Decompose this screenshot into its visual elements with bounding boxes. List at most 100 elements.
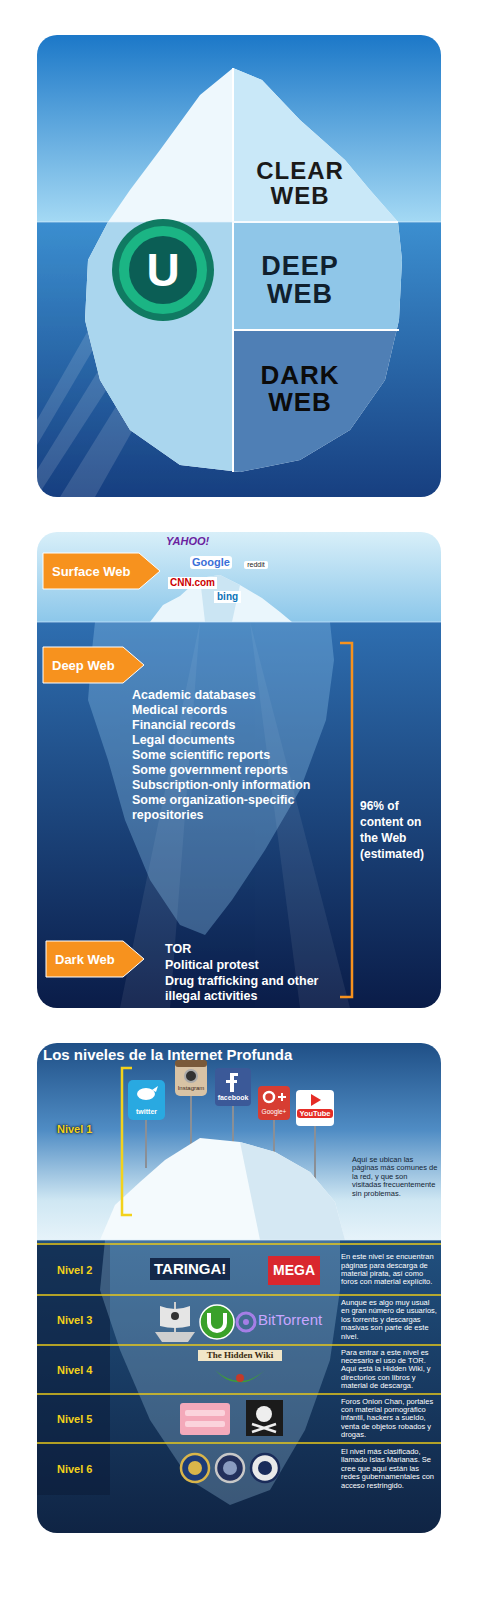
hidden-wiki-logo: [215, 1370, 265, 1382]
onion-chan-logo: [180, 1403, 230, 1435]
logo-ring: [119, 226, 207, 314]
iceberg-section: [233, 60, 408, 222]
level-band: Nivel 3 Aunque es algo muy usual en gran …: [37, 1295, 441, 1345]
arrow-label: Surface Web: [42, 564, 131, 579]
agency-seal: [251, 1454, 279, 1482]
list-item: Legal documents: [132, 733, 235, 748]
level-band: Nivel 2En este nivel se encuentran págin…: [37, 1245, 441, 1295]
water-line: [37, 222, 441, 223]
twitter-logo: [128, 1080, 165, 1120]
pirate-ship-logo: [155, 1302, 195, 1342]
onion-chan-logo: [180, 1403, 230, 1435]
list-item: Some scientific reports: [132, 748, 270, 763]
panel-title: Los niveles de la Internet Profunda: [43, 1046, 292, 1064]
iceberg: [240, 1142, 345, 1240]
youtube-logo: [311, 1094, 321, 1106]
level-description: Para entrar a este nivel es necesario el…: [341, 1349, 438, 1391]
web-layer-label: DEEP WEB: [248, 252, 352, 309]
site-logo: twitter: [128, 1108, 165, 1116]
sky: [37, 532, 441, 622]
sign-stick: [232, 1106, 234, 1145]
section-line: [233, 68, 399, 472]
iceberg-panel: [37, 35, 441, 497]
list-item: Subscription-only information: [132, 778, 310, 793]
water: [37, 622, 441, 1008]
iceberg-panel: [37, 532, 441, 1008]
hidden-wiki-logo: [236, 1374, 244, 1382]
sky: [37, 35, 441, 222]
onion-chan-logo: [185, 1421, 225, 1427]
site-logo: The Hidden Wiki: [198, 1350, 282, 1361]
pointer-arrow: Dark Web: [45, 940, 145, 978]
layer-name: DARK WEB: [252, 362, 348, 417]
level-name: Nivel 3: [57, 1314, 92, 1326]
iceberg-panel: [37, 1043, 441, 1533]
iceberg: [100, 1138, 345, 1240]
list-item: Some government reports: [132, 763, 288, 778]
level-description: Aunque es algo muy usual en gran número …: [341, 1299, 438, 1341]
site-logo: facebook: [215, 1094, 251, 1102]
water-line: [37, 1240, 441, 1241]
level-column: [37, 1243, 110, 1495]
skull-logo: [252, 1424, 276, 1432]
level-description: El nivel más clasificado, llamado Islas …: [341, 1448, 438, 1490]
list-item: Drug trafficking and other illegal activ…: [165, 974, 347, 1004]
sky: [37, 1043, 441, 1240]
section-line: [232, 68, 234, 472]
level-band: Nivel 1 Aquí se ubican las páginas más co…: [37, 1066, 441, 1238]
logo-circle: U: [111, 218, 215, 322]
web-layer-label: CLEAR WEB: [252, 158, 348, 208]
list-item: TOR: [165, 942, 191, 957]
site-logo: MEGA: [268, 1256, 320, 1285]
arrow-body: [46, 941, 144, 977]
list-item: Financial records: [132, 718, 236, 733]
level-band: Nivel 5Foros Onion Chan, portales con ma…: [37, 1394, 441, 1443]
sign-stick: [145, 1120, 147, 1168]
section-line: [233, 329, 399, 331]
pointer-arrow: Surface Web: [42, 552, 161, 590]
instagram-logo: [175, 1060, 207, 1096]
web-layer-label: DARK WEB: [252, 362, 348, 417]
site-logo: Instagram: [175, 1085, 207, 1092]
site-logo: CNN.com: [168, 577, 217, 589]
iceberg-section: [233, 222, 408, 330]
water: [37, 1240, 441, 1533]
facebook-logo: [215, 1068, 251, 1106]
bracket: [340, 643, 352, 997]
level-band: Nivel 6El nivel más clasificado, llamado…: [37, 1443, 441, 1495]
level-description: Foros Onion Chan, portales con material …: [341, 1398, 438, 1440]
level-line: [37, 1244, 441, 1443]
water-line: [37, 622, 441, 623]
list-item: Medical records: [132, 703, 227, 718]
iceberg: [100, 1240, 340, 1505]
layer-name: DEEP WEB: [248, 252, 352, 309]
arrow-label: Dark Web: [45, 952, 115, 967]
googleplus-logo: [258, 1086, 290, 1120]
level-line: [37, 1294, 441, 1296]
level-name: Nivel 1: [57, 1123, 92, 1135]
site-logo: TARINGA!: [150, 1258, 230, 1280]
level-description: Aquí se ubican las páginas más comunes d…: [352, 1156, 438, 1198]
arrow-label: Deep Web: [42, 658, 115, 673]
site-logo: BitTorrent: [258, 1311, 322, 1329]
level-line: [37, 1393, 441, 1395]
skull-logo: [246, 1400, 283, 1436]
skull-logo: [246, 1400, 283, 1436]
iceberg-section: [233, 330, 408, 480]
bittorrent-logo: [243, 1319, 249, 1325]
agency-seal: [258, 1461, 272, 1475]
hidden-wiki-logo: [215, 1370, 265, 1382]
logo-core: [129, 236, 197, 304]
logo-ring: [112, 219, 214, 321]
level-line: [37, 1344, 441, 1346]
utorrent-logo: [209, 1313, 225, 1331]
agency-seal: [223, 1461, 237, 1475]
level-name: Nivel 2: [57, 1264, 92, 1276]
facebook-logo: [230, 1073, 238, 1076]
level-line: [37, 1442, 441, 1444]
site-logo: Google+: [258, 1108, 290, 1116]
level-line: [37, 1243, 441, 1245]
water: [37, 222, 441, 497]
site-logo: YAHOO!: [166, 535, 209, 548]
